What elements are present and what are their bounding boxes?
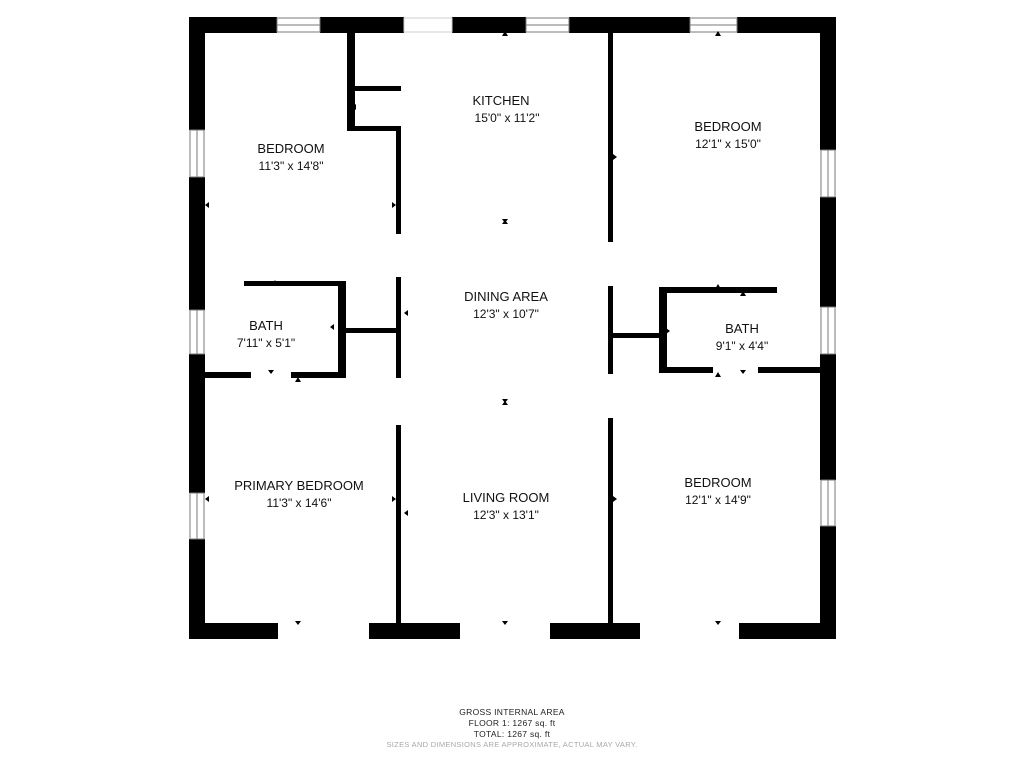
wall-bath-e-shelf	[613, 333, 659, 338]
room-name-dining: DINING AREA	[464, 289, 548, 304]
wall-bath-w-bottom-1	[205, 372, 251, 378]
total-area: TOTAL: 1267 sq. ft	[473, 729, 551, 739]
wall-closet-w-bottom	[347, 126, 401, 131]
interior-walls	[205, 33, 820, 625]
wall-bath-e-bottom-2	[758, 367, 820, 373]
wall-right-1	[820, 17, 836, 150]
wall-left-3	[189, 354, 205, 493]
wall-top-2	[320, 17, 404, 33]
room-dims-bath-w: 7'11" x 5'1"	[237, 336, 295, 350]
wall-bath-w-top	[244, 281, 346, 286]
floor-area: FLOOR 1: 1267 sq. ft	[468, 718, 556, 728]
wall-east-dining	[608, 286, 613, 374]
wall-bath-e-top	[659, 287, 777, 293]
exterior-walls	[189, 17, 836, 639]
room-dims-bath-e: 9'1" x 4'4"	[716, 339, 768, 353]
room-dims-bedroom-se: 12'1" x 14'9"	[685, 493, 751, 507]
room-name-bedroom-se: BEDROOM	[684, 475, 751, 490]
opening-top	[403, 17, 453, 33]
room-name-primary-bedroom: PRIMARY BEDROOM	[234, 478, 364, 493]
room-name-bath-e: BATH	[725, 321, 759, 336]
wall-east-living	[608, 418, 613, 625]
wall-bath-e-left	[659, 287, 667, 373]
wall-left-1	[189, 17, 205, 130]
room-name-bedroom-ne: BEDROOM	[694, 119, 761, 134]
windows	[189, 17, 836, 540]
wall-bath-w-right	[338, 281, 346, 377]
area-summary: GROSS INTERNAL AREA FLOOR 1: 1267 sq. ft…	[0, 707, 1024, 750]
room-dims-bedroom-nw: 11'3" x 14'8"	[259, 159, 324, 173]
wall-bottom-3	[550, 623, 640, 639]
wall-east-kitchen	[608, 33, 613, 242]
wall-closet-w-shelf	[355, 86, 401, 91]
wall-bath-w-shelf	[346, 328, 401, 333]
wall-bottom-1	[189, 623, 278, 639]
disclaimer: SIZES AND DIMENSIONS ARE APPROXIMATE, AC…	[386, 740, 638, 749]
wall-top-5	[737, 17, 836, 33]
gross-area-title: GROSS INTERNAL AREA	[459, 707, 565, 717]
wall-right-2	[820, 197, 836, 307]
wall-primary-right	[396, 425, 401, 625]
wall-bath-w-divider	[396, 277, 401, 378]
wall-top-3	[452, 17, 526, 33]
wall-left-2	[189, 177, 205, 310]
room-labels: KITCHEN 15'0" x 11'2" BEDROOM 11'3" x 14…	[234, 93, 768, 522]
room-dims-primary-bedroom: 11'3" x 14'6"	[267, 496, 332, 510]
wall-bath-e-bottom-1	[659, 367, 713, 373]
wall-top-1	[189, 17, 277, 33]
dimension-markers	[205, 31, 746, 625]
wall-west-bedroom-right	[396, 126, 401, 234]
wall-right-3	[820, 354, 836, 480]
room-name-kitchen: KITCHEN	[472, 93, 529, 108]
room-name-bath-w: BATH	[249, 318, 283, 333]
room-dims-kitchen: 15'0" x 11'2"	[475, 111, 540, 125]
room-dims-living: 12'3" x 13'1"	[473, 508, 539, 522]
wall-bottom-4	[739, 623, 836, 639]
wall-bottom-2	[369, 623, 460, 639]
wall-left-4	[189, 539, 205, 639]
wall-right-4	[820, 526, 836, 639]
room-dims-bedroom-ne: 12'1" x 15'0"	[695, 137, 761, 151]
room-name-living: LIVING ROOM	[463, 490, 550, 505]
room-name-bedroom-nw: BEDROOM	[257, 141, 324, 156]
wall-closet-w-vert	[347, 33, 355, 131]
wall-bath-w-bottom-2	[291, 372, 346, 378]
wall-top-4	[569, 17, 690, 33]
room-dims-dining: 12'3" x 10'7"	[473, 307, 539, 321]
